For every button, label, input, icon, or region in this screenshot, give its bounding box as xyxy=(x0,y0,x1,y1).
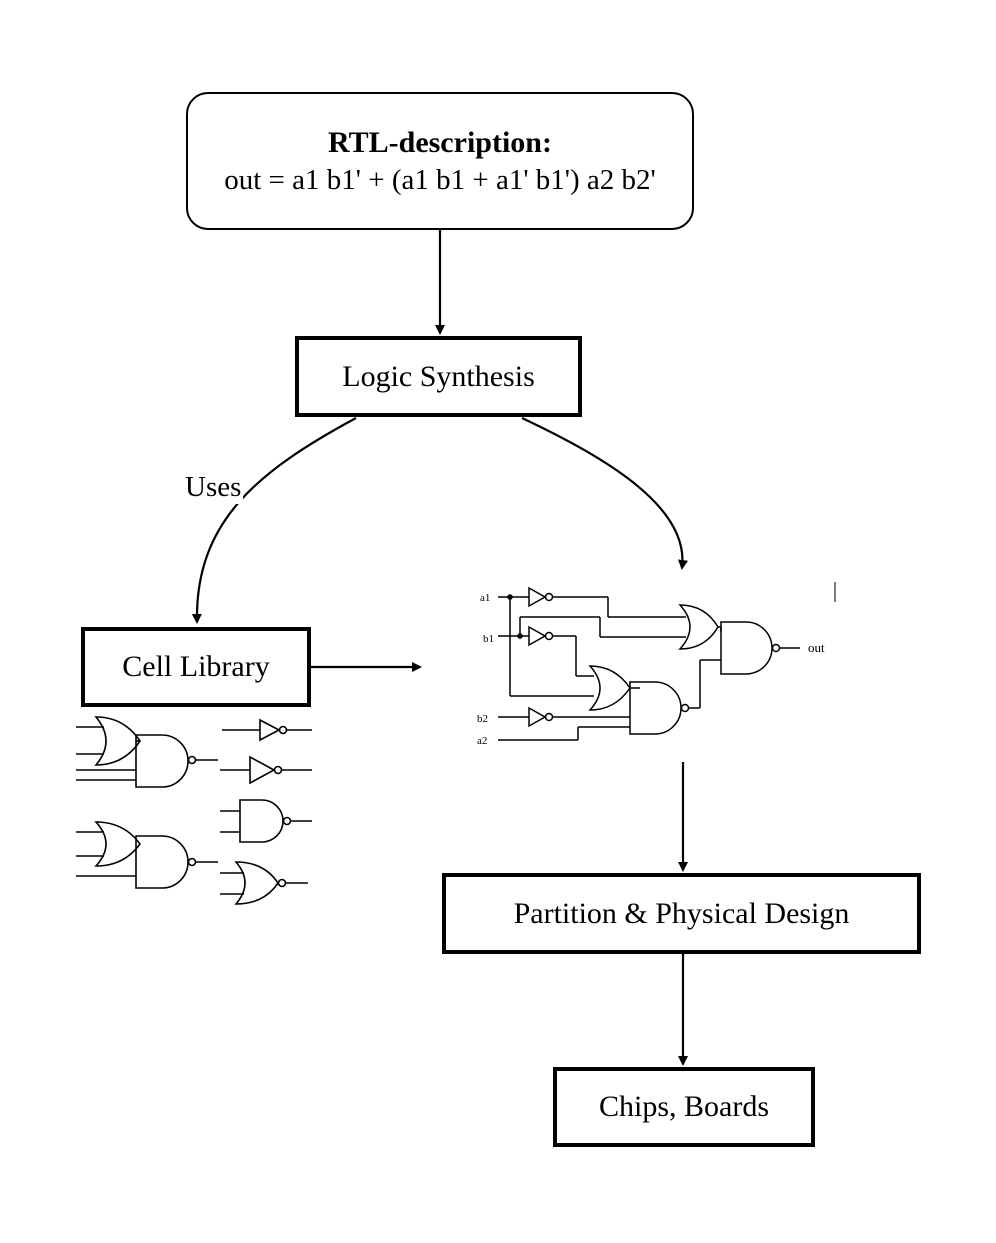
input-label-a2: a2 xyxy=(477,735,487,747)
rtl-equation: out = a1 b1' + (a1 b1 + a1' b1') a2 b2' xyxy=(224,164,656,196)
synthesized-circuit: a1 b1 b2 a2 xyxy=(477,582,836,747)
chips-boards-label: Chips, Boards xyxy=(598,1090,769,1123)
logic-synthesis-box: Logic Synthesis xyxy=(295,336,582,417)
rtl-description-box: RTL-description: out = a1 b1' + (a1 b1 +… xyxy=(186,92,694,230)
edge-synthesis-to-cell-library xyxy=(191,417,357,624)
partition-physical-design-label: Partition & Physical Design xyxy=(513,896,850,930)
partition-physical-design-box: Partition & Physical Design xyxy=(442,873,921,954)
input-label-b2: b2 xyxy=(477,713,488,725)
cell-library-label: Cell Library xyxy=(122,650,270,683)
cell-library-gates xyxy=(76,716,312,905)
input-label-b1: b1 xyxy=(483,633,494,645)
rtl-title: RTL-description: xyxy=(328,126,552,159)
input-label-a1: a1 xyxy=(480,592,490,604)
edge-synthesis-to-circuit xyxy=(521,417,688,570)
cell-library-box: Cell Library xyxy=(81,627,311,707)
chips-boards-box: Chips, Boards xyxy=(553,1067,815,1147)
logic-synthesis-label: Logic Synthesis xyxy=(342,359,535,393)
uses-edge-label: Uses xyxy=(183,470,244,504)
output-label-out: out xyxy=(808,640,825,655)
